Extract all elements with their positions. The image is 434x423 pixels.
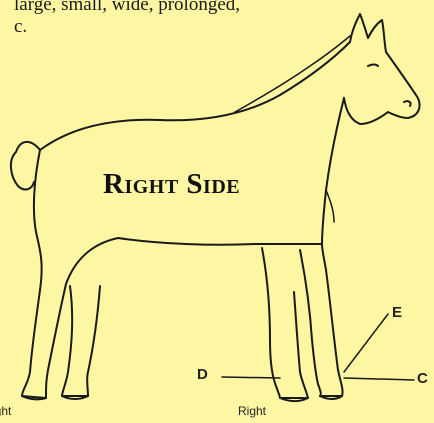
horse-rump (34, 150, 42, 290)
horse-chest (326, 190, 334, 222)
marker-e: E (392, 304, 402, 321)
bottom-label-right: Right (238, 404, 266, 418)
horse-hind-leg-left (22, 238, 118, 398)
diagram-title: Right Side (103, 168, 240, 201)
horse-mane (235, 36, 350, 112)
horse-back-outline (40, 42, 350, 150)
horse-fore-leg-left (262, 248, 308, 398)
horse-head-outline (344, 14, 420, 124)
marker-d: D (197, 366, 208, 383)
marker-c: C (417, 370, 428, 387)
horse-neck-front (322, 98, 344, 244)
leader-line-c (344, 378, 414, 380)
horse-hind-leg-right (62, 286, 100, 396)
horse-eye (368, 65, 378, 67)
horse-nostril (404, 101, 411, 106)
bottom-label-left: ight (0, 404, 11, 418)
horse-fore-leg-right (300, 244, 343, 396)
horse-belly (118, 238, 322, 245)
leader-line-e (344, 314, 388, 372)
leader-line-d (222, 377, 280, 378)
